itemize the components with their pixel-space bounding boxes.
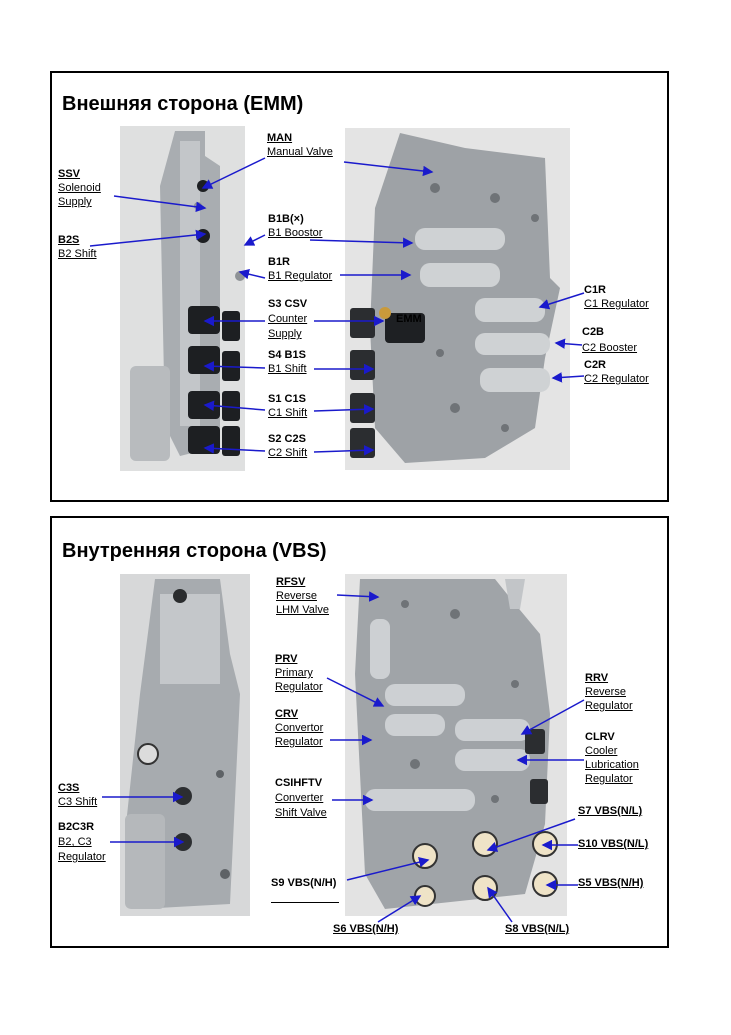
label-c3s: C3S C3 Shift [58, 782, 98, 808]
panel-title-emm: Внешняя сторона (EMM) [62, 93, 304, 115]
label-s5-vbs: S5 VBS(N/H) [578, 877, 644, 889]
label-s6-vbs: S6 VBS(N/H) [333, 923, 399, 935]
label-s4-b1s: S4 B1S B1 Shift [268, 349, 307, 375]
vbs-side-photo [120, 574, 250, 916]
label-s9-vbs: S9 VBS(N/H) [271, 876, 339, 903]
label-b2s: B2S B2 Shift [58, 234, 97, 260]
label-s2-c2s: S2 C2S C2 Shift [268, 433, 308, 459]
label-rrv: RRV Reverse Regulator [585, 672, 633, 712]
panel-title-vbs: Внутренняя сторона (VBS) [62, 540, 327, 562]
label-clrv: CLRV Cooler Lubrication Regulator [585, 731, 639, 785]
label-emm: EMM [396, 313, 422, 325]
label-s10-vbs: S10 VBS(N/L) [578, 838, 649, 850]
vbs-valve-body-photo [345, 574, 567, 916]
label-c2r: C2R C2 Regulator [584, 359, 649, 385]
emm-valve-body-photo [345, 128, 570, 470]
emm-side-photo [120, 126, 245, 471]
label-man: MAN Manual Valve [267, 132, 333, 158]
label-rfsv: RFSV Reverse LHM Valve [276, 576, 329, 616]
label-s8-vbs: S8 VBS(N/L) [505, 923, 570, 935]
label-b2c3r: B2C3R B2, C3 Regulator [58, 821, 106, 863]
label-b1r: B1R B1 Regulator [268, 256, 333, 282]
label-crv: CRV Convertor Regulator [275, 708, 324, 748]
label-prv: PRV Primary Regulator [275, 653, 323, 693]
label-csihftv: CSIHFTV Converter Shift Valve [275, 777, 327, 819]
label-b1b: B1B(×) B1 Boostor [268, 213, 323, 239]
label-s3-csv: S3 CSV Counter Supply [268, 298, 308, 340]
label-c1r: C1R C1 Regulator [584, 284, 649, 310]
label-ssv: SSV Solenoid Supply [58, 168, 101, 208]
label-s7-vbs: S7 VBS(N/L) [578, 805, 643, 817]
label-c2b: C2B C2 Booster [582, 326, 638, 354]
label-s1-c1s: S1 C1S C1 Shift [268, 393, 308, 419]
